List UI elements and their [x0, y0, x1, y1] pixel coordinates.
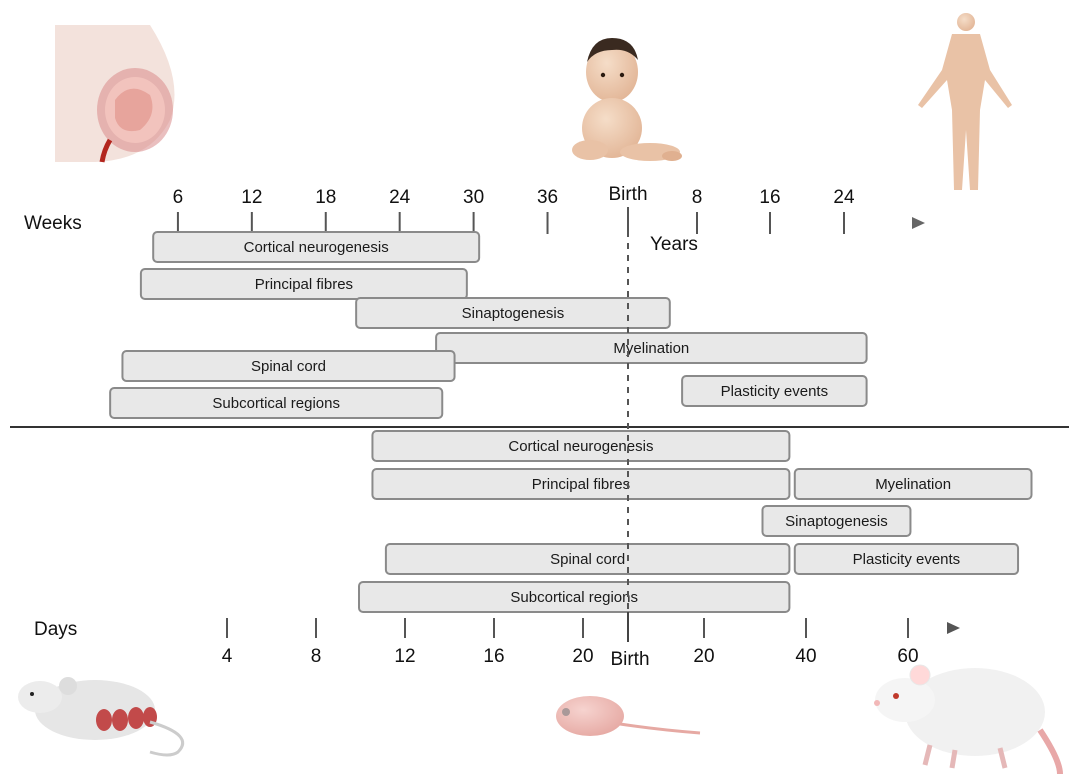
- pregnant-belly-illustration: [55, 25, 175, 162]
- rodent-tick-group: 4 8 12 16 20 20 40 60: [222, 618, 919, 667]
- human-axis-arrowhead: [912, 217, 925, 229]
- postnatal-day-tick-label: 60: [897, 646, 918, 667]
- human-phase-label: Principal fibres: [255, 276, 353, 293]
- week-tick-label: 6: [173, 187, 184, 208]
- rodent-phase-label: Sinaptogenesis: [785, 513, 888, 530]
- rodent-birth-label: Birth: [610, 649, 649, 670]
- adult-human-illustration: [918, 13, 1012, 190]
- postnatal-day-tick-label: 20: [693, 646, 714, 667]
- day-tick-label: 12: [394, 646, 415, 667]
- day-tick-label: 8: [311, 646, 322, 667]
- human-phase-label: Spinal cord: [251, 358, 326, 375]
- rodent-phase-label: Plasticity events: [853, 551, 961, 568]
- pregnant-mouse-illustration: [18, 677, 183, 755]
- rodent-phase-label: Myelination: [875, 476, 951, 493]
- year-tick-label: 8: [692, 187, 703, 208]
- human-phase-label: Sinaptogenesis: [462, 305, 565, 322]
- days-axis-title: Days: [34, 619, 77, 640]
- human-phase-label: Myelination: [613, 340, 689, 357]
- rodent-axis-arrowhead: [947, 622, 960, 634]
- human-tick-group: 6 12 18 24 30 36 8 16 24: [173, 187, 855, 234]
- week-tick-label: 30: [463, 187, 484, 208]
- human-birth-label: Birth: [608, 184, 647, 205]
- rodent-phase-label: Subcortical regions: [510, 589, 638, 606]
- year-tick-label: 24: [833, 187, 855, 208]
- week-tick-label: 18: [315, 187, 336, 208]
- years-axis-title: Years: [650, 234, 698, 255]
- day-tick-label: 16: [483, 646, 504, 667]
- week-tick-label: 24: [389, 187, 411, 208]
- rodent-phase-label: Cortical neurogenesis: [508, 438, 653, 455]
- year-tick-label: 16: [759, 187, 780, 208]
- week-tick-label: 12: [241, 187, 262, 208]
- human-phase-label: Subcortical regions: [212, 395, 340, 412]
- baby-illustration: [572, 38, 682, 161]
- rodent-phase-label: Principal fibres: [532, 476, 630, 493]
- human-phase-label: Plasticity events: [721, 383, 829, 400]
- human-phase-label: Cortical neurogenesis: [244, 239, 389, 256]
- weeks-axis-title: Weeks: [24, 213, 82, 234]
- postnatal-day-tick-label: 40: [795, 646, 816, 667]
- week-tick-label: 36: [537, 187, 558, 208]
- newborn-pup-illustration: [556, 696, 700, 736]
- day-tick-label: 20: [572, 646, 593, 667]
- adult-rat-illustration: [874, 665, 1060, 774]
- day-tick-label: 4: [222, 646, 233, 667]
- rodent-phase-label: Spinal cord: [550, 551, 625, 568]
